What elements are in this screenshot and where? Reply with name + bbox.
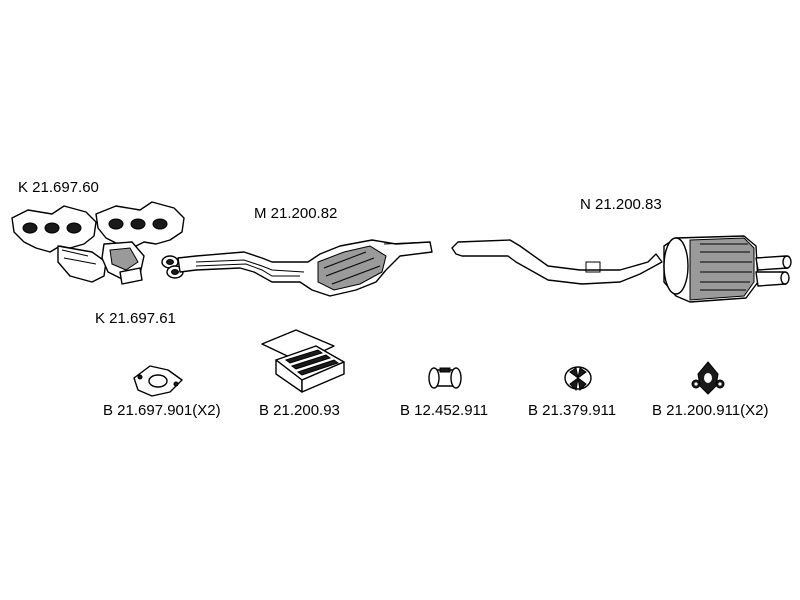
rubber-mount-round-illustration [564, 366, 592, 392]
part-label-b3: B 12.452.911 [400, 402, 489, 419]
part-label-k2: K 21.697.61 [95, 310, 176, 327]
manifold-rear-illustration [95, 201, 185, 285]
mounting-kit-illustration [261, 329, 345, 393]
rubber-hanger-illustration [691, 361, 725, 395]
part-label-m: M 21.200.82 [254, 205, 338, 222]
gasket-illustration [133, 365, 183, 397]
part-label-k1: K 21.697.60 [18, 179, 99, 196]
front-pipe-illustration [177, 239, 433, 297]
part-label-n: N 21.200.83 [580, 196, 662, 213]
part-label-b5: B 21.200.911(X2) [652, 402, 769, 419]
clamp-illustration [428, 367, 462, 389]
part-label-b2: B 21.200.93 [259, 402, 340, 419]
part-label-b4: B 21.379.911 [528, 402, 617, 419]
manifold-front-illustration [11, 205, 107, 283]
rear-silencer-illustration [451, 235, 792, 303]
part-label-b1: B 21.697.901(X2) [103, 402, 221, 419]
